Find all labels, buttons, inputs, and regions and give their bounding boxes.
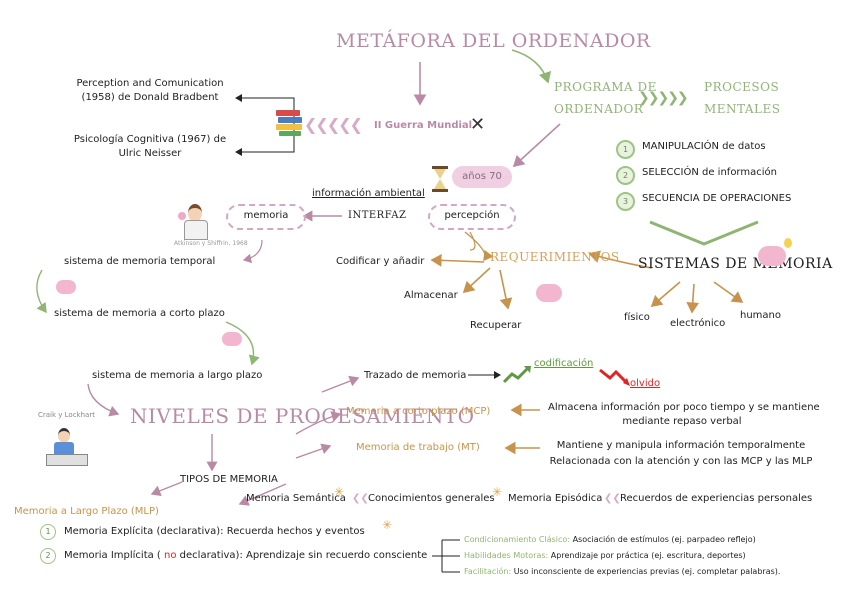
star-icon: ✳ — [334, 485, 345, 499]
implicita-no: no — [164, 550, 177, 561]
sub-item-2: Habilidades Motoras: Aprendizaje por prá… — [464, 551, 746, 561]
tipos-title: TIPOS DE MEMORIA — [180, 474, 278, 485]
craik-citation: Craik y Lockhart — [38, 411, 95, 419]
memoria-pill — [226, 204, 306, 230]
step-number-1: 1 — [616, 140, 635, 159]
mt-desc-2: Relacionada con la atención y con las MC… — [549, 456, 813, 467]
recuerdos-label: Recuerdos de experiencias personales — [620, 493, 813, 504]
chevrons-small-icon-1: ❮❮ — [352, 493, 369, 504]
star-icon-3: ✳ — [382, 518, 393, 532]
mcp-label: Memoria a corto plazo (MCP) — [346, 406, 491, 417]
step-label-3: SECUENCIA DE OPERACIONES — [642, 193, 792, 204]
mt-desc-1: Mantiene y manipula información temporal… — [556, 440, 806, 451]
requerimientos-title: REQUERIMIENTOS — [490, 250, 620, 264]
conocimientos-label: Conocimientos generales — [368, 493, 495, 504]
sub-item-1: Condicionamiento Clásico: Asociación de … — [464, 535, 756, 545]
trazado-label: Trazado de memoria — [364, 370, 467, 381]
sistema-corto: sistema de memoria a corto plazo — [54, 308, 225, 319]
niveles-title: NIVELES DE PROCESAMIENTO — [130, 404, 475, 428]
step-label-1: MANIPULACIÓN de datos — [642, 141, 766, 152]
brain-character-icon — [534, 280, 564, 306]
brain-icon-small — [222, 332, 244, 350]
mcp-desc-1: Almacena información por poco tiempo y s… — [548, 402, 820, 413]
codificacion-label: codificación — [534, 358, 594, 369]
percepcion-label: percepción — [444, 210, 500, 221]
chevrons-right-icon: ❯❯❯❯❯ — [638, 90, 689, 106]
explicita-label: Memoria Explícita (declarativa): Recuerd… — [64, 526, 365, 537]
mcp-desc-2: mediante repaso verbal — [622, 416, 742, 427]
episodica-label: Memoria Episódica — [508, 493, 603, 504]
hourglass-icon — [432, 166, 448, 192]
sub-desc-2: Aprendizaje por práctica (ej. escritura,… — [550, 551, 746, 560]
sistema-temporal: sistema de memoria temporal — [64, 256, 216, 267]
sub-label-1: Condicionamiento Clásico: — [464, 535, 571, 544]
sub-label-3: Facilitación: — [464, 567, 512, 576]
implicita-number: 2 — [40, 548, 56, 564]
fisico-label: físico — [624, 312, 650, 323]
brain-icon — [56, 280, 76, 298]
programa-line-1: PROGRAMA DE — [554, 80, 657, 94]
step-number-3: 3 — [616, 192, 635, 211]
step-label-2: SELECCIÓN de información — [642, 167, 777, 178]
perception-line-2: (1958) de Donald Bradbent — [81, 92, 219, 103]
memoria-label: memoria — [243, 210, 289, 221]
war-label: II Guerra Mundial — [374, 120, 473, 131]
programa-line-2: ORDENADOR — [554, 102, 644, 116]
semantica-label: Memoria Semántica — [246, 493, 346, 504]
percepcion-pill — [428, 204, 516, 230]
books-icon — [276, 110, 304, 136]
procesos-line-2: MENTALES — [704, 102, 781, 116]
scientist-icon — [178, 202, 212, 242]
sub-item-3: Facilitación: Uso inconsciente de experi… — [464, 567, 780, 577]
implicita-b: declarativa): Aprendizaje sin recuerdo c… — [176, 550, 428, 561]
electronico-label: electrónico — [670, 318, 726, 329]
humano-label: humano — [740, 310, 782, 321]
sub-desc-1: Asociación de estímulos (ej. parpadeo re… — [572, 535, 756, 544]
procesos-line-1: PROCESOS — [704, 80, 780, 94]
psico-line-1: Psicología Cognitiva (1967) de — [73, 134, 227, 145]
implicita-a: Memoria Implícita ( — [64, 550, 165, 561]
perception-line-1: Perception and Comunication — [76, 78, 224, 89]
star-icon-2: ✳ — [492, 485, 503, 499]
interfaz-label: INTERFAZ — [348, 210, 407, 221]
page-title: METÁFORA DEL ORDENADOR — [336, 30, 651, 52]
atkinson-citation: Atkinson y Shiffrin, 1968 — [174, 240, 248, 247]
olvido-label: olvido — [630, 378, 661, 389]
brain-idea-icon — [758, 238, 794, 270]
sub-desc-3: Uso inconsciente de experiencias previas… — [513, 567, 781, 576]
sub-label-2: Habilidades Motoras: — [464, 551, 549, 560]
chevrons-small-icon-2: ❮❮ — [604, 493, 621, 504]
step-number-2: 2 — [616, 166, 635, 185]
implicita-label: Memoria Implícita ( no declarativa): Apr… — [64, 550, 427, 562]
sistemas-title: SISTEMAS DE MEMORIA — [638, 256, 833, 272]
psico-line-2: Ulric Neisser — [118, 148, 182, 159]
chevrons-left-icon: ❮❮❮❮❮ — [304, 115, 363, 134]
sistema-largo: sistema de memoria a largo plazo — [92, 370, 263, 381]
computer-scientist-icon — [46, 428, 88, 466]
recuperar-label: Recuperar — [470, 320, 522, 331]
mlp-label: Memoria a Largo Plazo (MLP) — [14, 506, 159, 517]
explicita-number: 1 — [40, 524, 56, 540]
mt-label: Memoria de trabajo (MT) — [356, 442, 480, 453]
anos-70-label: años 70 — [462, 171, 502, 182]
almacenar-label: Almacenar — [404, 290, 458, 301]
swords-icon: ✕ — [470, 114, 486, 135]
anos-70-pill — [452, 166, 512, 188]
info-ambiental-label: información ambiental — [312, 188, 425, 199]
codificar-label: Codificar y añadir — [336, 256, 425, 267]
